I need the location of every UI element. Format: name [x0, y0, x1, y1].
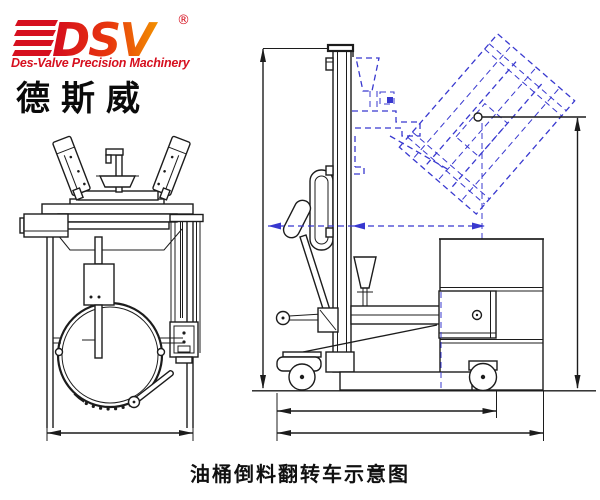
- clamp-arm-right: [152, 135, 191, 201]
- phantom-carriage-upright: [352, 57, 450, 175]
- dsv-logo-icon: DSV ®: [12, 13, 190, 67]
- pump-lever: [275, 199, 339, 333]
- brand-name-chinese: 德斯威: [16, 79, 151, 119]
- side-view: [252, 33, 596, 441]
- left-gearbox: [19, 213, 69, 238]
- phantom-reach-dimension: [268, 222, 485, 230]
- drum-hook: [96, 148, 139, 193]
- rear-caster-wheel: [276, 351, 322, 391]
- brand-logo: DSV ®: [8, 6, 238, 116]
- brand-wordmark: DSV: [52, 13, 158, 64]
- front-frame: [46, 214, 194, 428]
- clamp-screw-assembly: [169, 213, 204, 364]
- ring-clamp-lever: [127, 370, 174, 409]
- registered-trademark-icon: ®: [177, 13, 190, 28]
- carriage-fork: [350, 290, 497, 339]
- brand-tagline: Des-Valve Precision Machinery: [11, 56, 190, 70]
- left-hanger: [82, 236, 115, 359]
- front-roller-wheel: [468, 360, 498, 392]
- front-width-dimension: [46, 428, 194, 441]
- base-length-dimensions: [276, 391, 544, 441]
- drum-clamp-ring: [53, 301, 183, 411]
- clamp-arm-left: [52, 135, 91, 201]
- base-frame: [302, 324, 473, 391]
- funnel-bracket: [353, 256, 377, 306]
- front-view: [19, 135, 204, 441]
- push-handle: [309, 169, 334, 251]
- logo-speed-lines-icon: [12, 20, 58, 56]
- pivot-height-dimension: [574, 117, 581, 389]
- height-dimension: [260, 48, 331, 389]
- pivot-reference: [473, 112, 586, 312]
- phantom-tilted-drum: [398, 33, 576, 215]
- mast: [325, 43, 355, 373]
- figure-caption: 油桶倒料翻转车示意图: [190, 462, 410, 486]
